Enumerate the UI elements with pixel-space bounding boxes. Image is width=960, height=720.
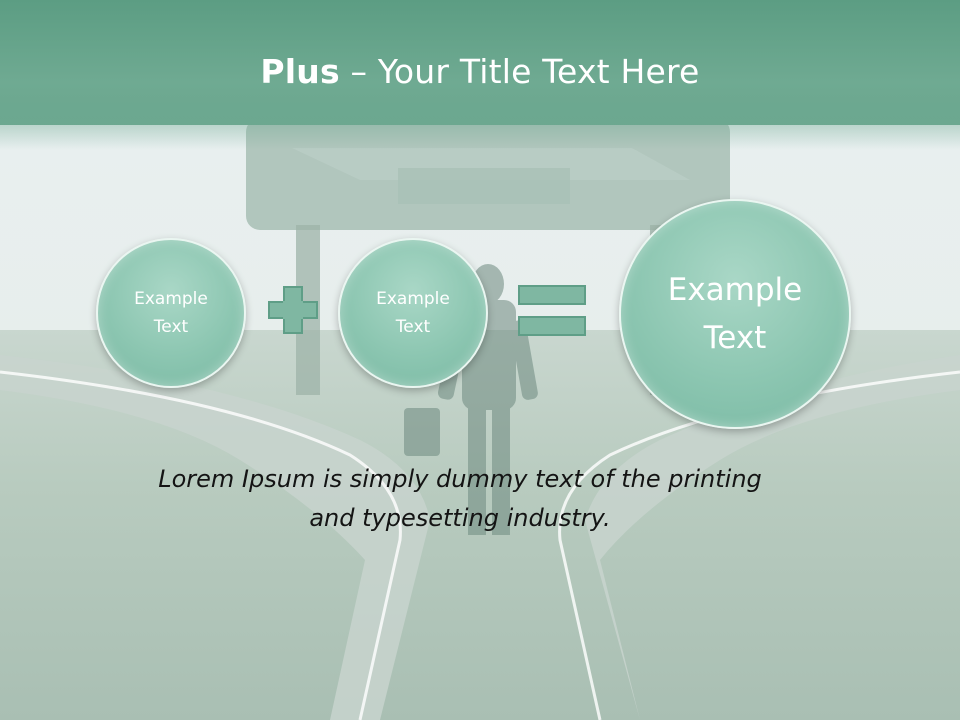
road: [0, 355, 960, 720]
circle-middle-line1: Example: [376, 289, 450, 309]
circle-left-line2: Text: [153, 317, 189, 337]
road-sign-arrow: [292, 148, 690, 180]
circle-left[interactable]: Example Text: [96, 238, 246, 388]
equals-icon-bottom-bar: [518, 316, 586, 336]
road-sign-panel: [398, 168, 570, 204]
slide-title[interactable]: Plus – Your Title Text Here: [0, 52, 960, 91]
body-text-line2: and typesetting industry.: [309, 504, 611, 532]
body-text-line1: Lorem Ipsum is simply dummy text of the …: [158, 465, 762, 493]
equals-icon-top-bar: [518, 285, 586, 305]
circle-left-line1: Example: [134, 289, 208, 309]
circle-right-line2: Text: [703, 320, 767, 356]
circle-right[interactable]: Example Text: [619, 199, 851, 429]
title-band-fade: [0, 0, 960, 150]
circle-right-line1: Example: [667, 272, 803, 308]
body-text[interactable]: Lorem Ipsum is simply dummy text of the …: [90, 460, 830, 538]
road-line-left: [0, 370, 402, 720]
circle-middle[interactable]: Example Text: [338, 238, 488, 388]
title-bold-part: Plus: [260, 52, 340, 91]
circle-middle-line2: Text: [395, 317, 431, 337]
road-line-right: [558, 370, 960, 720]
title-rest-part: – Your Title Text Here: [339, 52, 700, 91]
plus-icon-horizontal: [268, 301, 318, 319]
